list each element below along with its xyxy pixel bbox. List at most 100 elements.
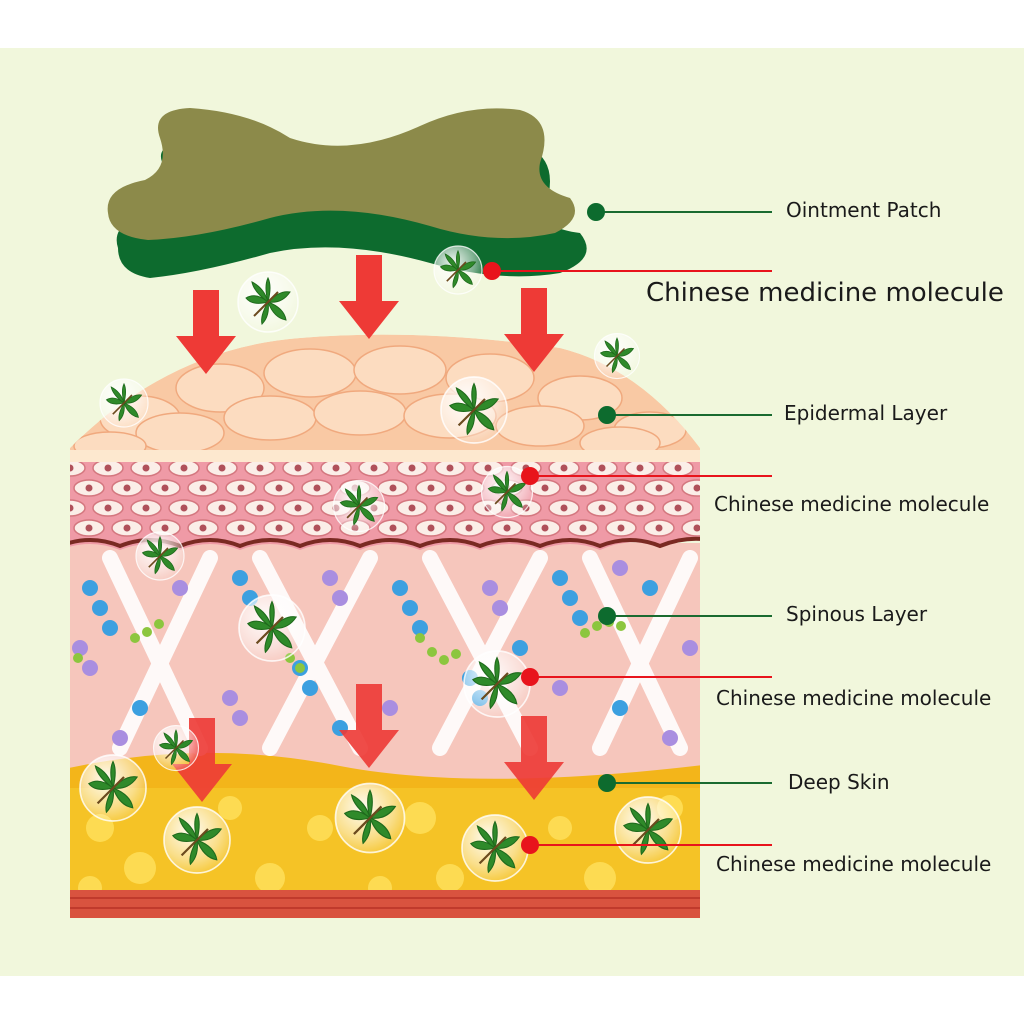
cell-nucleus [142, 504, 150, 512]
herb-leaf-icon [332, 479, 386, 533]
skin-cell [701, 460, 731, 476]
cell-nucleus [123, 524, 131, 532]
cell-nucleus [617, 524, 625, 532]
cell-nucleus [70, 504, 74, 512]
herb-leaf-icon [460, 813, 530, 883]
muscle-layer [70, 890, 700, 918]
ointment-patch [107, 108, 587, 278]
cell-nucleus [427, 484, 435, 492]
cell-nucleus [218, 504, 226, 512]
cell-nucleus [484, 464, 492, 472]
cell-nucleus [713, 465, 720, 472]
cell-nucleus [598, 504, 606, 512]
cell-nucleus [446, 504, 454, 512]
skin-cell [70, 459, 86, 477]
cell-nucleus [218, 464, 226, 472]
herb-leaf-icon [237, 593, 307, 663]
cell-nucleus [85, 524, 93, 532]
cell-nucleus [446, 464, 454, 472]
cell-nucleus [427, 524, 435, 532]
cell-nucleus [389, 484, 397, 492]
label-molecule-1: Chinese medicine molecule [646, 278, 1004, 308]
cell-nucleus [199, 524, 207, 532]
cell-nucleus [161, 524, 169, 532]
cell-nucleus [123, 484, 131, 492]
cell-nucleus [180, 504, 188, 512]
cell-nucleus [275, 484, 283, 492]
label-epidermal-layer: Epidermal Layer [784, 401, 948, 425]
skin-cell [70, 499, 86, 517]
cell-nucleus [636, 504, 644, 512]
cell-nucleus [180, 464, 188, 472]
diagram-canvas: Ointment Patch Chinese medicine molecule… [0, 48, 1024, 976]
leader-epidermal [598, 406, 772, 424]
cell-nucleus [674, 504, 682, 512]
skin-block [70, 334, 731, 918]
cell-nucleus [294, 504, 302, 512]
cell-nucleus [104, 464, 112, 472]
herb-leaf-icon [78, 753, 148, 823]
cell-nucleus [313, 524, 321, 532]
cell-nucleus [541, 484, 549, 492]
skin-diagram [70, 108, 772, 918]
cell-nucleus [294, 464, 302, 472]
cell-nucleus [598, 464, 606, 472]
cell-nucleus [142, 464, 150, 472]
down-arrow-icon [339, 255, 399, 339]
cell-nucleus [465, 524, 473, 532]
cell-nucleus [579, 484, 587, 492]
cell-nucleus [199, 484, 207, 492]
label-ointment-patch: Ointment Patch [786, 198, 942, 222]
cell-nucleus [275, 524, 283, 532]
herb-leaf-icon [135, 531, 185, 581]
cell-nucleus [693, 524, 700, 532]
cell-nucleus [674, 464, 682, 472]
cell-nucleus [655, 484, 663, 492]
cell-nucleus [237, 484, 245, 492]
leader-molecule-2 [521, 467, 772, 485]
herb-leaf-icon [334, 782, 406, 854]
cell-nucleus [389, 524, 397, 532]
leader-molecule-4 [521, 836, 772, 854]
cell-nucleus [579, 524, 587, 532]
label-spinous-layer: Spinous Layer [786, 602, 928, 626]
herb-leaf-icon [462, 649, 532, 719]
cell-nucleus [560, 464, 568, 472]
cell-nucleus [636, 464, 644, 472]
herb-leaf-icon [152, 724, 200, 772]
cell-nucleus [617, 484, 625, 492]
label-deep-skin: Deep Skin [788, 770, 890, 794]
herb-leaf-icon [613, 795, 683, 865]
cell-nucleus [693, 484, 700, 492]
cell-nucleus [70, 464, 74, 472]
cell-nucleus [313, 484, 321, 492]
cell-nucleus [503, 524, 511, 532]
herb-leaf-icon [162, 805, 232, 875]
leader-spinous [598, 607, 772, 625]
label-molecule-2: Chinese medicine molecule [714, 492, 990, 516]
label-molecule-4: Chinese medicine molecule [716, 852, 992, 876]
cell-nucleus [655, 524, 663, 532]
cell-nucleus [560, 504, 568, 512]
cell-nucleus [370, 464, 378, 472]
label-molecule-3: Chinese medicine molecule [716, 686, 992, 710]
cell-nucleus [408, 464, 416, 472]
cell-nucleus [465, 484, 473, 492]
leader-molecule-3 [521, 668, 772, 686]
herb-leaf-icon [593, 332, 641, 380]
herb-leaf-icon [433, 245, 483, 295]
spinous-layer [70, 543, 700, 779]
cell-nucleus [408, 504, 416, 512]
herb-leaf-icon [99, 378, 149, 428]
leader-molecule-1 [483, 262, 772, 280]
cell-nucleus [161, 484, 169, 492]
leader-deep [598, 774, 772, 792]
leader-ointment-patch [587, 203, 772, 221]
cell-nucleus [256, 504, 264, 512]
cell-nucleus [332, 464, 340, 472]
herb-leaf-icon [439, 375, 509, 445]
herb-leaf-icon [237, 271, 299, 333]
cell-nucleus [256, 464, 264, 472]
cell-nucleus [237, 524, 245, 532]
cell-nucleus [85, 484, 93, 492]
